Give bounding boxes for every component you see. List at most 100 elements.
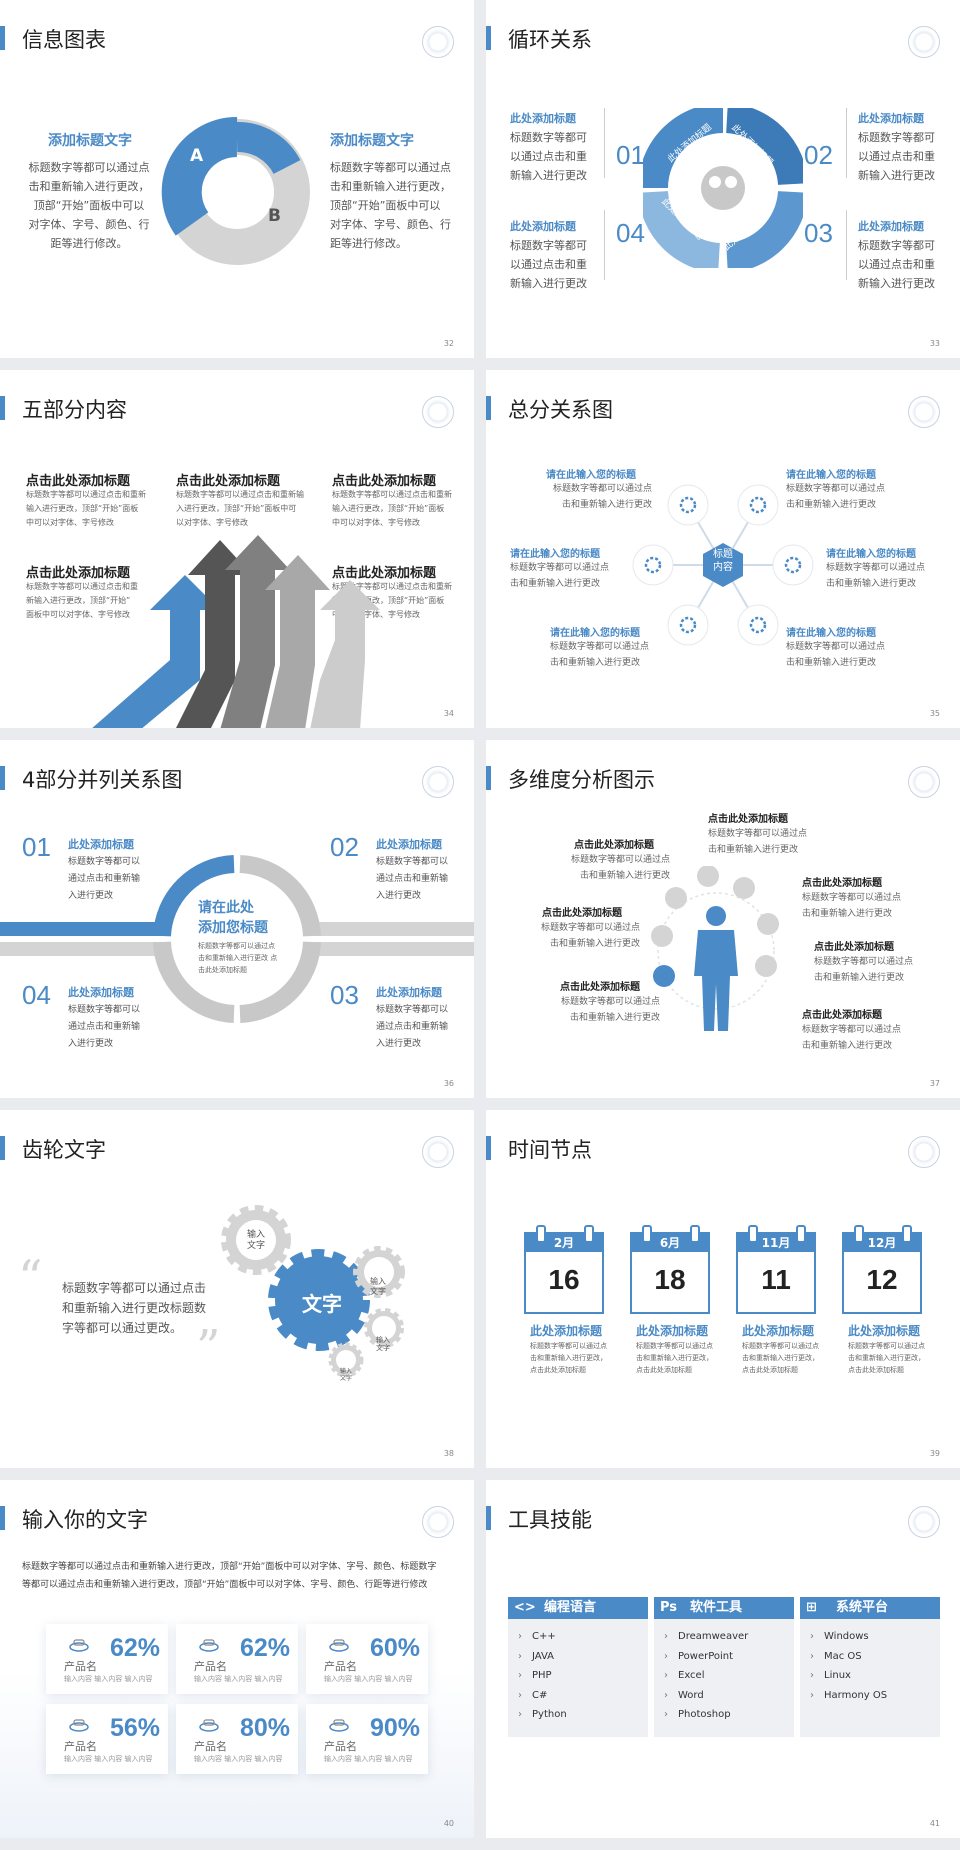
item-2-heading: 请在此输入您的标题	[786, 470, 876, 481]
item-6-heading: 点击此处添加标题	[560, 982, 640, 993]
stat-card: 80% 产品名 输入内容 输入内容 输入内容	[176, 1704, 298, 1774]
product-name: 产品名	[194, 1740, 227, 1753]
university-logo	[908, 396, 940, 428]
stat-card: 60% 产品名 输入内容 输入内容 输入内容	[306, 1624, 428, 1694]
center-hexagon	[703, 543, 743, 587]
list-item: Mac OS	[810, 1647, 940, 1667]
product-detail: 输入内容 输入内容 输入内容	[324, 1755, 413, 1763]
list-item: JAVA	[518, 1647, 648, 1667]
slide-40: 输入你的文字 标题数字等都可以通过点击和重新输入进行更改，顶部“开始”面板中可以…	[0, 1480, 474, 1838]
title-accent-bar	[0, 1136, 5, 1160]
slide-32: 信息图表 添加标题文字 标题数字等都可以通过点击和重新输入进行更改，顶部“开始”…	[0, 0, 474, 358]
right-band	[304, 922, 474, 936]
calendar-ring	[854, 1225, 864, 1243]
university-logo	[422, 1506, 454, 1538]
day-number: 11	[761, 1264, 791, 1295]
item-3-body: 标题数字等都可以通过点击和重新输入进行更改	[858, 239, 935, 290]
hub-diagram	[632, 484, 814, 646]
item-6-body: 标题数字等都可以通过点击和重新输入进行更改	[560, 997, 660, 1023]
calendar-card-1: 2月 16	[524, 1225, 604, 1314]
calendar-ring	[584, 1225, 594, 1243]
center-heading: 请在此处添加您标题	[198, 900, 268, 936]
graduation-cap-icon	[653, 965, 675, 987]
product-icon	[69, 1719, 89, 1732]
item-4-body: 标题数字等都可以通过点击和重新输入进行更改	[68, 1005, 141, 1049]
item-3-number: 03	[804, 218, 833, 248]
product-name: 产品名	[64, 1660, 97, 1673]
item-1-heading: 此处添加标题	[68, 838, 134, 851]
slide-33: 循环关系 此处添加标题 标题数字等都可以通过点击和重新输入进行更改 此处添加标题…	[486, 0, 960, 358]
calendar-card-4: 12月 12	[842, 1225, 922, 1314]
item-1-body: 标题数字等都可以通过点击和重新输入进行更改	[68, 857, 141, 901]
item-5-heading: 点击此处添加标题	[814, 942, 894, 953]
item-1-heading: 请在此输入您的标题	[546, 470, 636, 481]
item-1-heading: 点击此处添加标题	[26, 474, 131, 489]
slide-39: 时间节点 2月 16 此处添加标题 标题数字等都可以通过点击和重新输入进行更改，…	[486, 1110, 960, 1468]
item-4-body: 标题数字等都可以通过点击和重新输入进行更改	[826, 563, 926, 589]
day-number: 16	[548, 1264, 580, 1295]
diamond-icon	[697, 866, 719, 887]
stat-card: 62% 产品名 输入内容 输入内容 输入内容	[46, 1624, 168, 1694]
four-part-ring	[153, 855, 321, 1023]
item-1-heading: 此处添加标题	[530, 1324, 603, 1338]
code-icon: <>	[514, 1600, 536, 1615]
gear-icon	[667, 604, 709, 646]
ring-quarter-3	[239, 941, 321, 1023]
item-2-heading: 此处添加标题	[376, 838, 442, 851]
donut-segment-a	[161, 116, 238, 236]
item-4-number: 04	[616, 218, 645, 248]
item-1-number: 01	[616, 140, 645, 170]
product-icon	[69, 1639, 89, 1652]
slide-36: 4部分并列关系图 请在此处添加您标题 标题数字等都可以通过点击和重新输入进行更改…	[0, 740, 474, 1098]
label-b: B	[268, 206, 281, 226]
stat-card: 62% 产品名 输入内容 输入内容 输入内容	[176, 1624, 298, 1694]
globe-icon	[755, 955, 777, 977]
item-3-heading: 点击此处添加标题	[332, 474, 437, 489]
calendar-ring	[748, 1225, 758, 1243]
list-item: PowerPoint	[664, 1647, 794, 1667]
item-4-heading: 此处添加标题	[510, 220, 576, 233]
product-name: 产品名	[64, 1740, 97, 1753]
item-1-body: 标题数字等都可以通过点击和重新输入进行更改，顶部“开始”面板中可以对字体、字号修…	[26, 490, 146, 527]
item-2-heading: 点击此处添加标题	[176, 474, 281, 489]
slide-title: 多维度分析图示	[508, 768, 655, 792]
stat-percent: 60%	[369, 1634, 420, 1662]
page-number: 34	[443, 709, 454, 718]
cycle-ring	[643, 108, 803, 268]
item-1-body: 标题数字等都可以通过点击和重新输入进行更改	[708, 829, 808, 855]
item-3-body: 标题数字等都可以通过点击和重新输入进行更改	[510, 563, 610, 589]
title-accent-bar	[486, 26, 491, 50]
person-radial-graphic	[651, 866, 779, 1031]
thumbs-up-icon	[757, 913, 779, 935]
title-accent-bar	[486, 396, 491, 420]
ring-segment-4	[643, 190, 721, 268]
stat-percent: 80%	[239, 1714, 290, 1742]
right-band-grey	[304, 942, 474, 956]
title-accent-bar	[0, 26, 5, 50]
item-4-body: 标题数字等都可以通过点击和重新输入进行更改	[510, 239, 587, 290]
item-3-body: 标题数字等都可以通过点击和重新输入进行更改	[802, 893, 902, 919]
item-4-heading: 点击此处添加标题	[542, 908, 622, 919]
gear-icon	[737, 484, 779, 526]
gear-bottom	[328, 1342, 364, 1378]
left-heading: 添加标题文字	[48, 133, 132, 149]
stat-card: 56% 产品名 输入内容 输入内容 输入内容	[46, 1704, 168, 1774]
item-2-body: 标题数字等都可以通过点击和重新输入进行更改，顶部“开始”面板中可以对字体、字号修…	[176, 490, 304, 527]
item-5-heading: 点击此处添加标题	[332, 566, 437, 581]
page-number: 36	[443, 1079, 454, 1088]
product-icon	[329, 1719, 349, 1732]
list-item: Linux	[810, 1666, 940, 1686]
windows-icon: ⊞	[806, 1600, 817, 1615]
calendar-ring	[796, 1225, 806, 1243]
item-3-heading: 此处添加标题	[376, 986, 442, 999]
heart-icon	[651, 925, 673, 947]
slide-38: 齿轮文字 “ 标题数字等都可以通过点击和重新输入进行更改标题数字等都可以通过更改…	[0, 1110, 474, 1468]
item-1-body: 标题数字等都可以通过点击和重新输入进行更改，点击此处添加标题	[530, 1342, 607, 1374]
right-body: 标题数字等都可以通过点击和重新输入进行更改，顶部“开始”面板中可以对字体、字号、…	[330, 161, 451, 250]
university-logo	[422, 396, 454, 428]
list-item: Harmony OS	[810, 1686, 940, 1706]
donut-segment-a-tail	[236, 122, 301, 175]
item-7-heading: 点击此处添加标题	[802, 1010, 882, 1021]
item-2-body: 标题数字等都可以通过点击和重新输入进行更改，点击此处添加标题	[636, 1342, 713, 1374]
